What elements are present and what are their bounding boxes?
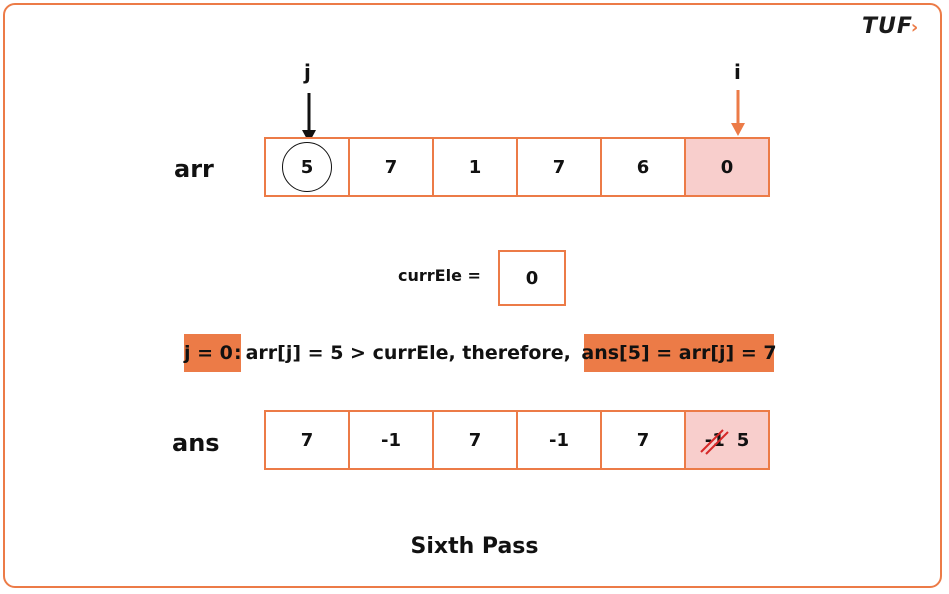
arr-cell-3: 7	[516, 137, 602, 197]
tuf-logo: TUF›	[862, 14, 919, 39]
explanation-text: : arr[j] = 5 > currEle, therefore,	[234, 334, 571, 372]
strike-through-icon	[700, 428, 729, 455]
arr-array: 5 7 1 7 6 0	[264, 137, 770, 197]
logo-text: TUF	[862, 14, 913, 39]
ans-cell-4: 7	[600, 410, 686, 470]
ans-cell-5-new-value: 5	[736, 429, 750, 451]
logo-arrow-icon: ›	[910, 17, 920, 38]
pointer-i-arrowhead	[731, 123, 745, 136]
curr-ele-value: 0	[525, 267, 539, 289]
explanation-separator: :	[234, 342, 242, 364]
arr-cell-4-value: 6	[636, 156, 650, 178]
ans-array: 7 -1 7 -1 7 -1 5	[264, 410, 770, 470]
ans-cell-3: -1	[516, 410, 602, 470]
ans-label: ans	[172, 429, 220, 457]
arr-cell-2: 1	[432, 137, 518, 197]
curr-ele-box: 0	[498, 250, 566, 306]
ans-cell-5: -1 5	[684, 410, 770, 470]
ans-cell-2-value: 7	[468, 429, 482, 451]
condition-badge: j = 0	[184, 334, 241, 372]
curr-ele-label: currEle =	[398, 266, 481, 285]
arr-cell-5-value: 0	[720, 156, 734, 178]
arr-cell-0-value: 5	[300, 156, 314, 178]
condition-text: j = 0	[184, 342, 233, 364]
ans-cell-2: 7	[432, 410, 518, 470]
ans-cell-4-value: 7	[636, 429, 650, 451]
pass-caption: Sixth Pass	[410, 534, 539, 559]
arr-cell-0: 5	[264, 137, 350, 197]
arr-cell-2-value: 1	[468, 156, 482, 178]
ans-cell-3-value: -1	[549, 429, 569, 451]
explanation-body: arr[j] = 5 > currEle, therefore,	[245, 342, 571, 364]
arr-cell-1-value: 7	[384, 156, 398, 178]
ans-cell-5-old-text: -1	[704, 429, 725, 451]
assignment-badge: ans[5] = arr[j] = 7	[581, 334, 777, 372]
ans-cell-0-value: 7	[300, 429, 314, 451]
arr-cell-1: 7	[348, 137, 434, 197]
pointer-i-label: i	[734, 60, 741, 84]
pointer-j-arrowhead	[302, 130, 316, 143]
arr-label: arr	[174, 155, 214, 183]
diagram-frame	[3, 3, 942, 588]
ans-cell-5-old-value: -1	[700, 428, 729, 455]
pointer-j-label: j	[304, 60, 311, 84]
ans-cell-1-value: -1	[381, 429, 401, 451]
ans-cell-1: -1	[348, 410, 434, 470]
assignment-text: ans[5] = arr[j] = 7	[581, 342, 777, 364]
arr-cell-5: 0	[684, 137, 770, 197]
arr-cell-0-circle: 5	[282, 142, 332, 192]
arr-cell-3-value: 7	[552, 156, 566, 178]
arr-cell-4: 6	[600, 137, 686, 197]
ans-cell-0: 7	[264, 410, 350, 470]
